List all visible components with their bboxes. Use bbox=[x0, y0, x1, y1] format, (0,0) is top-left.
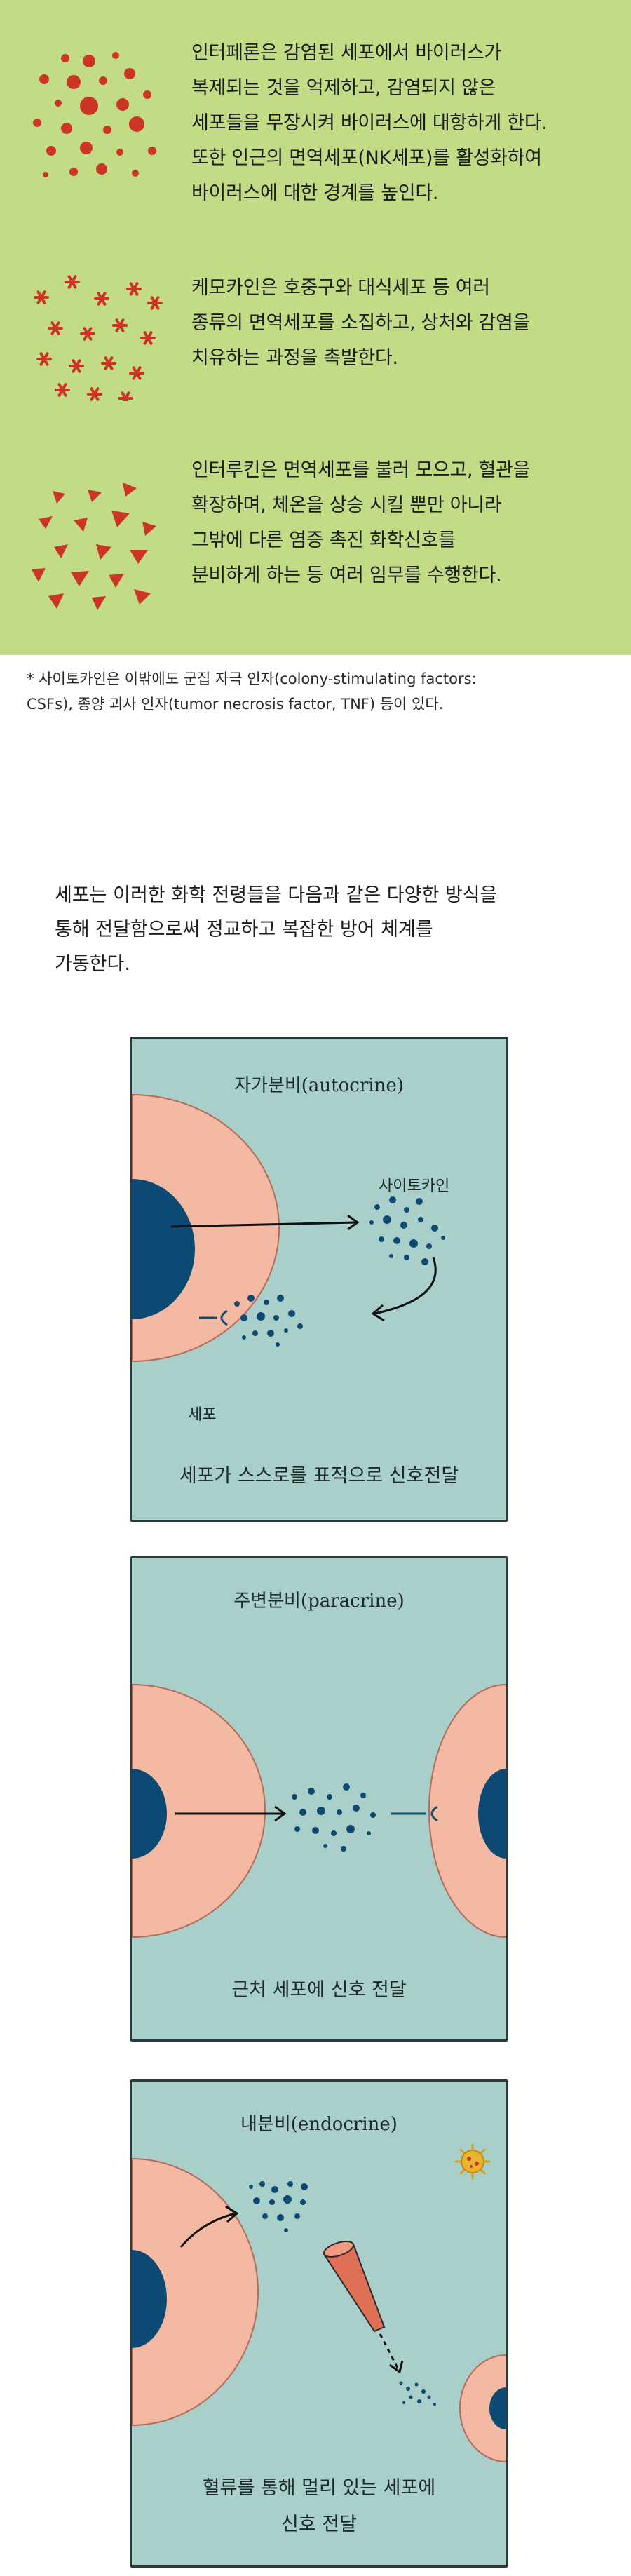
interleukin-description: 인터루킨은 면역세포를 불러 모으고, 혈관을 확장하며, 체온을 상승 시킬 … bbox=[191, 459, 531, 586]
paracrine-panel: 주변분비(paracrine) 근처 세포에 신호 전달 bbox=[130, 1556, 508, 2042]
interferon-dots-icon bbox=[33, 52, 156, 177]
blood-vessel-tube bbox=[323, 2241, 386, 2333]
chemokine-row: 케모카인은 호중구와 대식세포 등 여러 종류의 면역세포를 소집하고, 상처와… bbox=[0, 267, 631, 407]
autocrine-illustration bbox=[132, 1093, 445, 1363]
cell-label: 세포 bbox=[188, 1406, 217, 1424]
interleukin-triangles-icon bbox=[32, 483, 156, 610]
interleukin-row: 인터루킨은 면역세포를 불러 모으고, 혈관을 확장하며, 체온을 상승 시킬 … bbox=[0, 449, 631, 631]
wavy-edge bbox=[0, 647, 631, 653]
endocrine-illustration bbox=[132, 2143, 506, 2463]
endocrine-caption: 혈류를 통해 멀리 있는 세포에 신호 전달 bbox=[202, 2477, 436, 2535]
autocrine-caption: 세포가 스스로를 표적으로 신호전달 bbox=[179, 1465, 459, 1487]
cytokine-types-section bbox=[0, 0, 631, 655]
paracrine-cytokine-cluster bbox=[292, 1783, 376, 1852]
endocrine-cytokine-cluster bbox=[249, 2181, 308, 2232]
cytokine-label: 사이토카인 bbox=[379, 1178, 450, 1195]
autocrine-cytokine-cluster-bottom bbox=[234, 1295, 303, 1347]
signaling-intro-paragraph: 세포는 이러한 화학 전령들을 다음과 같은 다양한 방식을 통해 전달함으로써… bbox=[55, 884, 498, 975]
endocrine-panel: 내분비(endocrine) 혈류를 통해 멀리 있는 세포에 신호 전달 bbox=[130, 2079, 508, 2568]
autocrine-title: 자가분비(autocrine) bbox=[234, 1075, 404, 1096]
chemokine-description: 케모카인은 호중구와 대식세포 등 여러 종류의 면역세포를 소집하고, 상처와… bbox=[191, 277, 531, 369]
paracrine-title: 주변분비(paracrine) bbox=[233, 1591, 405, 1612]
autocrine-cytokine-cluster-top bbox=[369, 1196, 445, 1265]
virus-icon bbox=[454, 2143, 491, 2180]
paracrine-caption: 근처 세포에 신호 전달 bbox=[231, 1979, 407, 2001]
chemokine-stars-icon bbox=[34, 275, 163, 401]
endocrine-title: 내분비(endocrine) bbox=[240, 2114, 398, 2135]
interferon-description: 인터페론은 감염된 세포에서 바이러스가 복제되는 것을 억제하고, 감염되지 … bbox=[191, 42, 548, 204]
autocrine-panel: 자가분비(autocrine) 사이토카인 세포 세포가 스스로를 표적으로 신… bbox=[130, 1037, 508, 1522]
endocrine-arrived-cytokines bbox=[399, 2381, 436, 2406]
paracrine-illustration bbox=[132, 1683, 506, 1938]
cytokine-footnote: * 사이토카인은 이밖에도 군집 자극 인자(colony-stimulatin… bbox=[27, 670, 477, 713]
interferon-row: 인터페론은 감염된 세포에서 바이러스가 복제되는 것을 억제하고, 감염되지 … bbox=[0, 32, 631, 214]
